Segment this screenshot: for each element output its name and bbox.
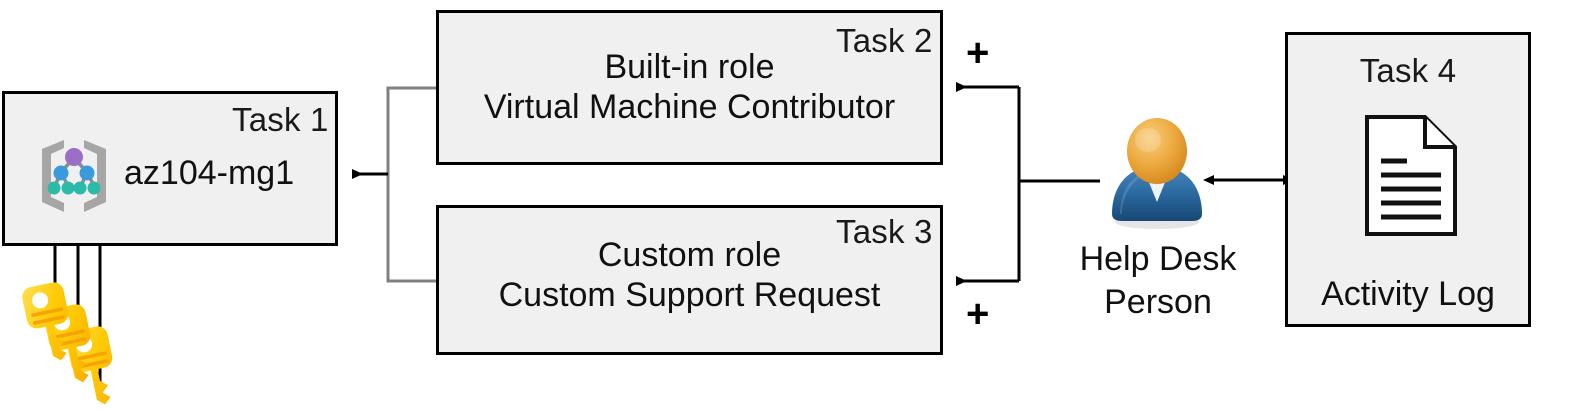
- person-caption-line-1: Help Desk: [1079, 240, 1237, 278]
- management-group-icon: [28, 136, 120, 216]
- key-icon-group: [16, 282, 136, 409]
- task-3-label: Task 3: [836, 213, 933, 250]
- task-1-label: Task 1: [232, 101, 329, 138]
- person-icon: [1100, 118, 1214, 230]
- task-4-label: Task 4: [1359, 52, 1457, 89]
- task-1-box[interactable]: [2, 91, 338, 246]
- task-4-title: Activity Log: [1321, 275, 1495, 313]
- document-icon: [1363, 113, 1459, 238]
- task-2-line-1: Built-in role: [604, 48, 775, 86]
- task-2-box[interactable]: [436, 10, 943, 165]
- plus-top-operator: +: [966, 31, 990, 75]
- task-3-line-1: Custom role: [597, 236, 782, 274]
- plus-bottom-operator: +: [966, 292, 990, 336]
- task-2-label: Task 2: [836, 22, 933, 59]
- task-3-box[interactable]: [436, 205, 943, 355]
- key-icon-1: [22, 282, 69, 361]
- person-caption-line-2: Person: [1104, 283, 1212, 321]
- task-3-line-2: Custom Support Request: [498, 276, 881, 314]
- connector-roles-to-mg: [352, 86, 436, 283]
- task-1-title: az104-mg1: [124, 154, 295, 192]
- task-2-line-2: Virtual Machine Contributor: [483, 88, 896, 126]
